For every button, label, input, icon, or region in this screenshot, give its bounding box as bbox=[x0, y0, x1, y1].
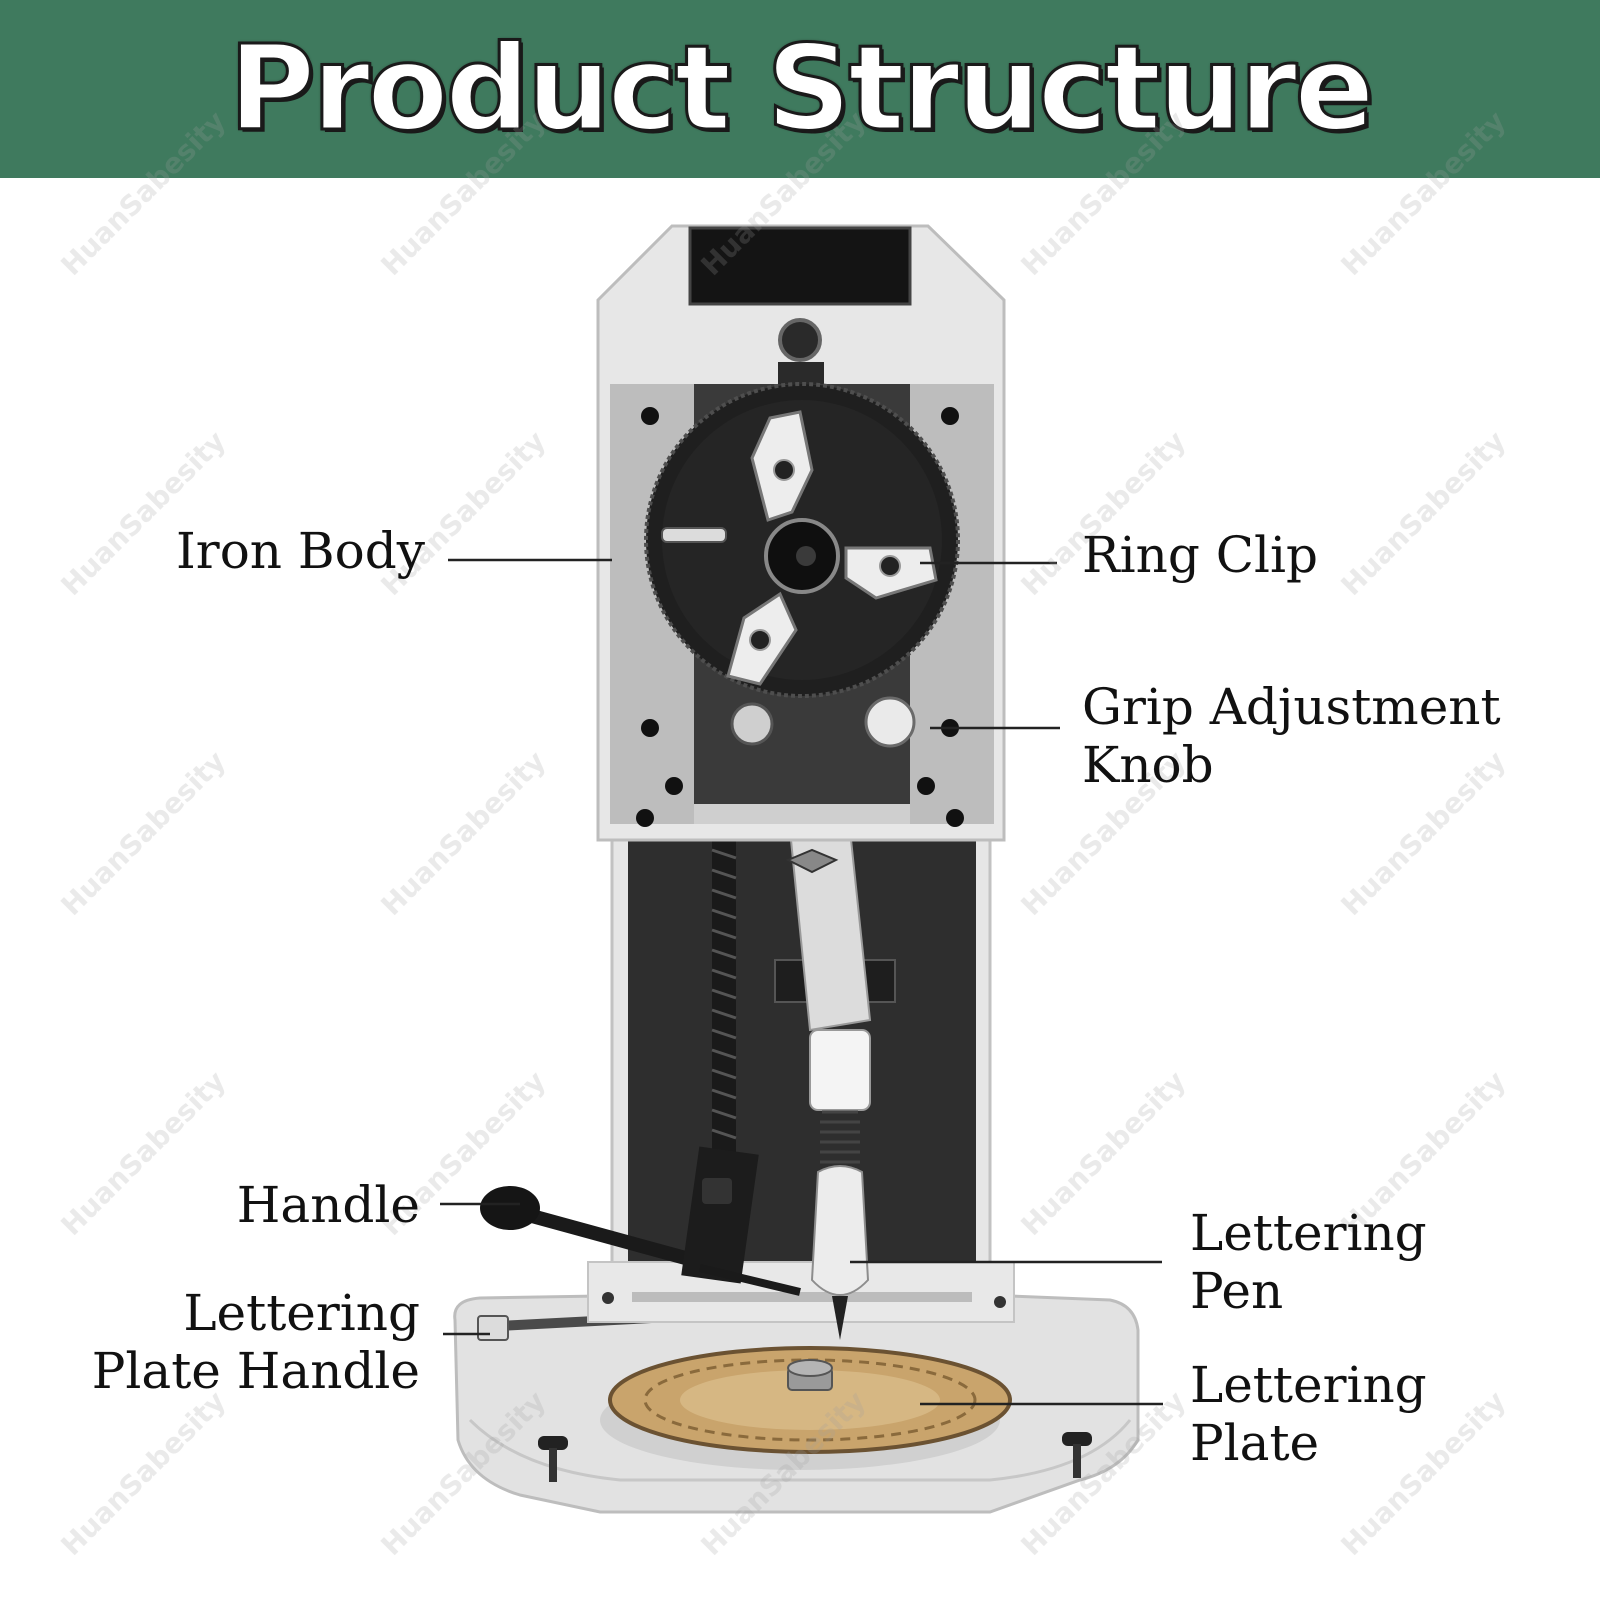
watermark-text: HuanSabesity bbox=[54, 1384, 232, 1562]
watermark-text: HuanSabesity bbox=[374, 104, 552, 282]
label-lettering-plate-handle: Lettering Plate Handle bbox=[91, 1284, 420, 1400]
watermark-text: HuanSabesity bbox=[1014, 104, 1192, 282]
lettering-plate-graphic bbox=[608, 1346, 1012, 1454]
watermark-text: HuanSabesity bbox=[1334, 104, 1512, 282]
label-lettering-pen: Lettering Pen bbox=[1190, 1204, 1427, 1320]
label-handle: Handle bbox=[236, 1176, 420, 1234]
callout-lines bbox=[440, 558, 1163, 1406]
lettering-pen-graphic bbox=[785, 829, 872, 1340]
leveling-feet bbox=[538, 1432, 1092, 1482]
page-title: Product Structure bbox=[227, 18, 1376, 159]
watermark-text: HuanSabesity bbox=[374, 744, 552, 922]
watermark-text: HuanSabesity bbox=[54, 104, 232, 282]
watermark-text: HuanSabesity bbox=[1014, 1064, 1192, 1242]
handle-graphic bbox=[480, 1146, 801, 1296]
iron-body-graphic bbox=[596, 224, 1006, 842]
label-ring-clip: Ring Clip bbox=[1082, 526, 1318, 584]
header-banner: Product Structure bbox=[0, 0, 1600, 178]
watermark-text: HuanSabesity bbox=[54, 744, 232, 922]
label-grip-adjustment-knob: Grip Adjustment Knob bbox=[1082, 678, 1501, 794]
label-lettering-plate: Lettering Plate bbox=[1190, 1356, 1427, 1472]
label-iron-body: Iron Body bbox=[176, 522, 425, 580]
